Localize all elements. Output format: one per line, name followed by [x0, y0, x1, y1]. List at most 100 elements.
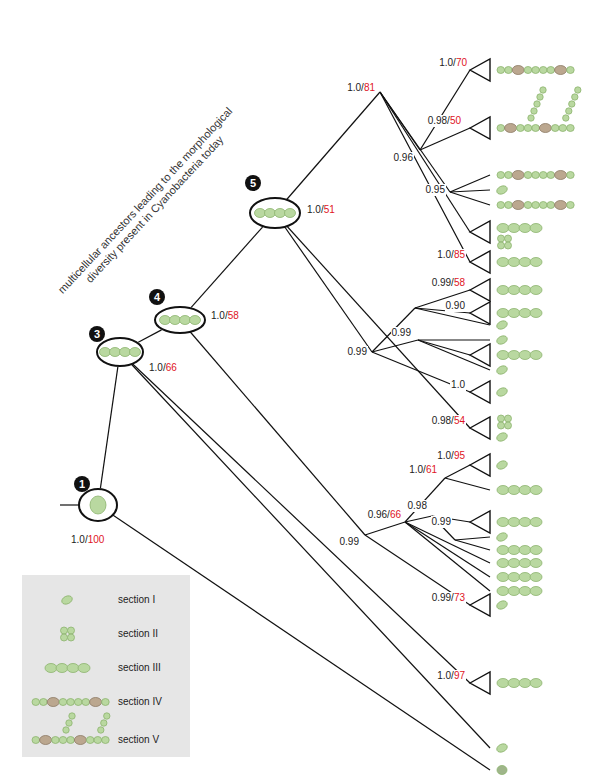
cell-glyph [519, 224, 531, 233]
cell-glyph [497, 258, 509, 267]
branch-line [372, 308, 415, 352]
cell-glyph [519, 258, 531, 267]
cell-glyph [495, 184, 508, 196]
cell-glyph [160, 316, 171, 325]
drawing-group [22, 575, 190, 757]
branch-line [418, 340, 490, 370]
lineage-branch [191, 227, 262, 307]
posterior-value: 1.0 [451, 379, 465, 390]
posterior-value: 1.0/ [437, 249, 454, 260]
cell-glyph [498, 235, 505, 242]
cell-glyph [45, 664, 57, 673]
cell-glyph [508, 258, 520, 267]
support-value: 1.0/81 [346, 82, 376, 94]
cell-glyph [532, 172, 540, 179]
cell-glyph [530, 351, 542, 360]
cell-glyph [569, 101, 575, 107]
support-value: 1.0/85 [436, 249, 466, 261]
cell-glyph [90, 698, 102, 707]
branch-line [420, 128, 470, 150]
cell-glyph [555, 66, 567, 75]
cell-glyph [532, 125, 540, 132]
support-value: 0.99/73 [431, 592, 466, 604]
cell-glyph [519, 309, 531, 318]
cell-glyph [265, 209, 276, 218]
drawing-group [495, 66, 581, 775]
bootstrap-value: 51 [324, 204, 335, 215]
cell-glyph [567, 125, 575, 132]
support-value: 0.99/58 [431, 277, 466, 289]
clade-triangle [470, 594, 490, 616]
cell-glyph [505, 172, 513, 179]
bootstrap-value: 50 [450, 115, 461, 126]
cell-glyph [495, 599, 508, 611]
cell-glyph [508, 286, 520, 295]
support-value: 0.96/66 [367, 509, 402, 521]
cell-glyph [495, 364, 508, 376]
cell-glyph [66, 720, 72, 726]
clade-triangle [470, 59, 490, 81]
cell-glyph [524, 125, 532, 132]
ancestor-outline [249, 197, 301, 229]
cell-glyph [68, 634, 75, 641]
support-value: 1.0/61 [408, 464, 438, 476]
cell-glyph [530, 286, 542, 295]
callout-badge: 3 [89, 326, 105, 342]
cell-glyph [497, 309, 509, 318]
cell-glyph [497, 67, 505, 74]
posterior-value: 0.99/ [432, 592, 454, 603]
branch-line [120, 352, 470, 683]
cell-glyph [52, 737, 60, 744]
bootstrap-value: 73 [454, 592, 465, 603]
bootstrap-value: 95 [454, 450, 465, 461]
cell-glyph [250, 198, 300, 228]
support-value: 1.0/66 [148, 362, 178, 374]
cell-glyph [508, 573, 520, 582]
cell-glyph [508, 518, 520, 527]
cell-glyph [519, 351, 531, 360]
callout-badge: 4 [149, 289, 165, 305]
cell-glyph [98, 727, 104, 733]
cell-glyph [170, 316, 181, 325]
cell-glyph [130, 348, 141, 357]
cell-glyph [547, 67, 555, 74]
cell-glyph [97, 338, 143, 366]
cell-glyph [530, 486, 542, 495]
ancestor-node: 1 [78, 488, 118, 522]
cell-glyph [497, 486, 509, 495]
cell-glyph [78, 664, 90, 673]
cell-glyph [519, 486, 531, 495]
branch-line [455, 537, 490, 540]
cell-glyph [497, 679, 509, 688]
cell-glyph [524, 172, 532, 179]
cell-glyph [567, 202, 575, 209]
cell-glyph [94, 737, 102, 744]
posterior-value: 0.98 [408, 500, 427, 511]
branch-line [275, 213, 470, 428]
posterior-value: 0.99 [432, 516, 451, 527]
cell-glyph [495, 319, 508, 331]
cell-glyph [32, 737, 40, 744]
clade-triangle [470, 279, 490, 301]
callout-number: 5 [250, 177, 256, 189]
cell-glyph [59, 737, 67, 744]
bootstrap-value: 97 [454, 670, 465, 681]
cell-glyph [67, 664, 79, 673]
cell-glyph [63, 727, 69, 733]
posterior-value: 0.98/ [432, 415, 454, 426]
cell-glyph [532, 67, 540, 74]
cell-glyph [104, 713, 110, 719]
cell-glyph [555, 171, 567, 180]
lineage-branch [100, 367, 117, 488]
cell-glyph [498, 415, 505, 422]
clade-triangle [470, 117, 490, 139]
support-value: 0.99 [431, 516, 452, 528]
ancestor-node: 4 [154, 306, 206, 334]
cell-glyph [508, 486, 520, 495]
cell-glyph [508, 546, 520, 555]
cell-glyph [505, 242, 512, 249]
branch-line [405, 516, 432, 522]
callout-badge: 5 [245, 175, 261, 191]
cell-glyph [519, 587, 531, 596]
branch-line [120, 352, 490, 748]
